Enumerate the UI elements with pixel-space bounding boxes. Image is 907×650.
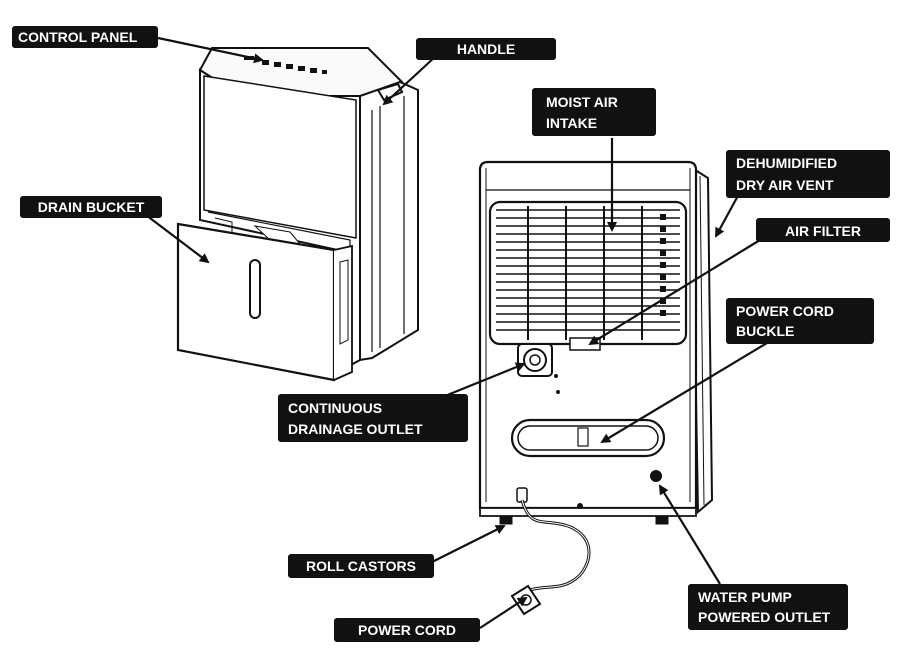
label-dry-air-vent-line2: DRY AIR VENT (736, 177, 834, 193)
front-unit (176, 47, 419, 382)
label-drain-bucket: DRAIN BUCKET (20, 196, 162, 218)
label-continuous-drainage-line2: DRAINAGE OUTLET (288, 421, 423, 437)
label-continuous-drainage: CONTINUOUS DRAINAGE OUTLET (278, 394, 468, 442)
label-dry-air-vent-line1: DEHUMIDIFIED (736, 155, 837, 171)
grille-notch (660, 238, 666, 244)
cord-buckle (510, 418, 666, 458)
grille-notch (660, 286, 666, 292)
leader-lines (141, 36, 773, 629)
grille-notch (660, 262, 666, 268)
grille-notch (660, 274, 666, 280)
grille-notch (660, 214, 666, 220)
grille-notch (660, 250, 666, 256)
grille-notch (660, 298, 666, 304)
plug-icon (510, 584, 542, 616)
label-continuous-drainage-line1: CONTINUOUS (288, 400, 382, 416)
label-power-cord-buckle-line2: BUCKLE (736, 323, 794, 339)
label-moist-air-intake-line2: INTAKE (546, 115, 597, 131)
label-power-cord-buckle: POWER CORD BUCKLE (726, 298, 874, 344)
label-air-filter: AIR FILTER (756, 218, 890, 242)
drainage-outlet (517, 343, 553, 377)
label-control-panel-text: CONTROL PANEL (18, 29, 138, 45)
intake-grille (496, 206, 680, 340)
label-handle-text: HANDLE (457, 41, 515, 57)
label-power-cord-text: POWER CORD (358, 622, 456, 638)
label-water-pump-outlet-line1: WATER PUMP (698, 589, 792, 605)
label-water-pump-outlet-line2: POWERED OUTLET (698, 609, 831, 625)
grille-notch (660, 310, 666, 316)
label-control-panel: CONTROL PANEL (12, 26, 158, 48)
back-unit (478, 160, 714, 525)
pump-outlet (650, 470, 662, 482)
grille-notch (660, 226, 666, 232)
label-moist-air-intake: MOIST AIR INTAKE (532, 88, 656, 136)
label-air-filter-text: AIR FILTER (785, 223, 861, 239)
label-roll-castors: ROLL CASTORS (288, 554, 434, 578)
label-roll-castors-text: ROLL CASTORS (306, 558, 416, 574)
label-dry-air-vent: DEHUMIDIFIED DRY AIR VENT (726, 150, 890, 198)
label-power-cord: POWER CORD (334, 618, 480, 642)
label-power-cord-buckle-line1: POWER CORD (736, 303, 834, 319)
label-handle: HANDLE (416, 38, 556, 60)
label-drain-bucket-text: DRAIN BUCKET (38, 199, 145, 215)
label-water-pump-outlet: WATER PUMP POWERED OUTLET (688, 584, 848, 630)
label-moist-air-intake-line1: MOIST AIR (546, 94, 618, 110)
